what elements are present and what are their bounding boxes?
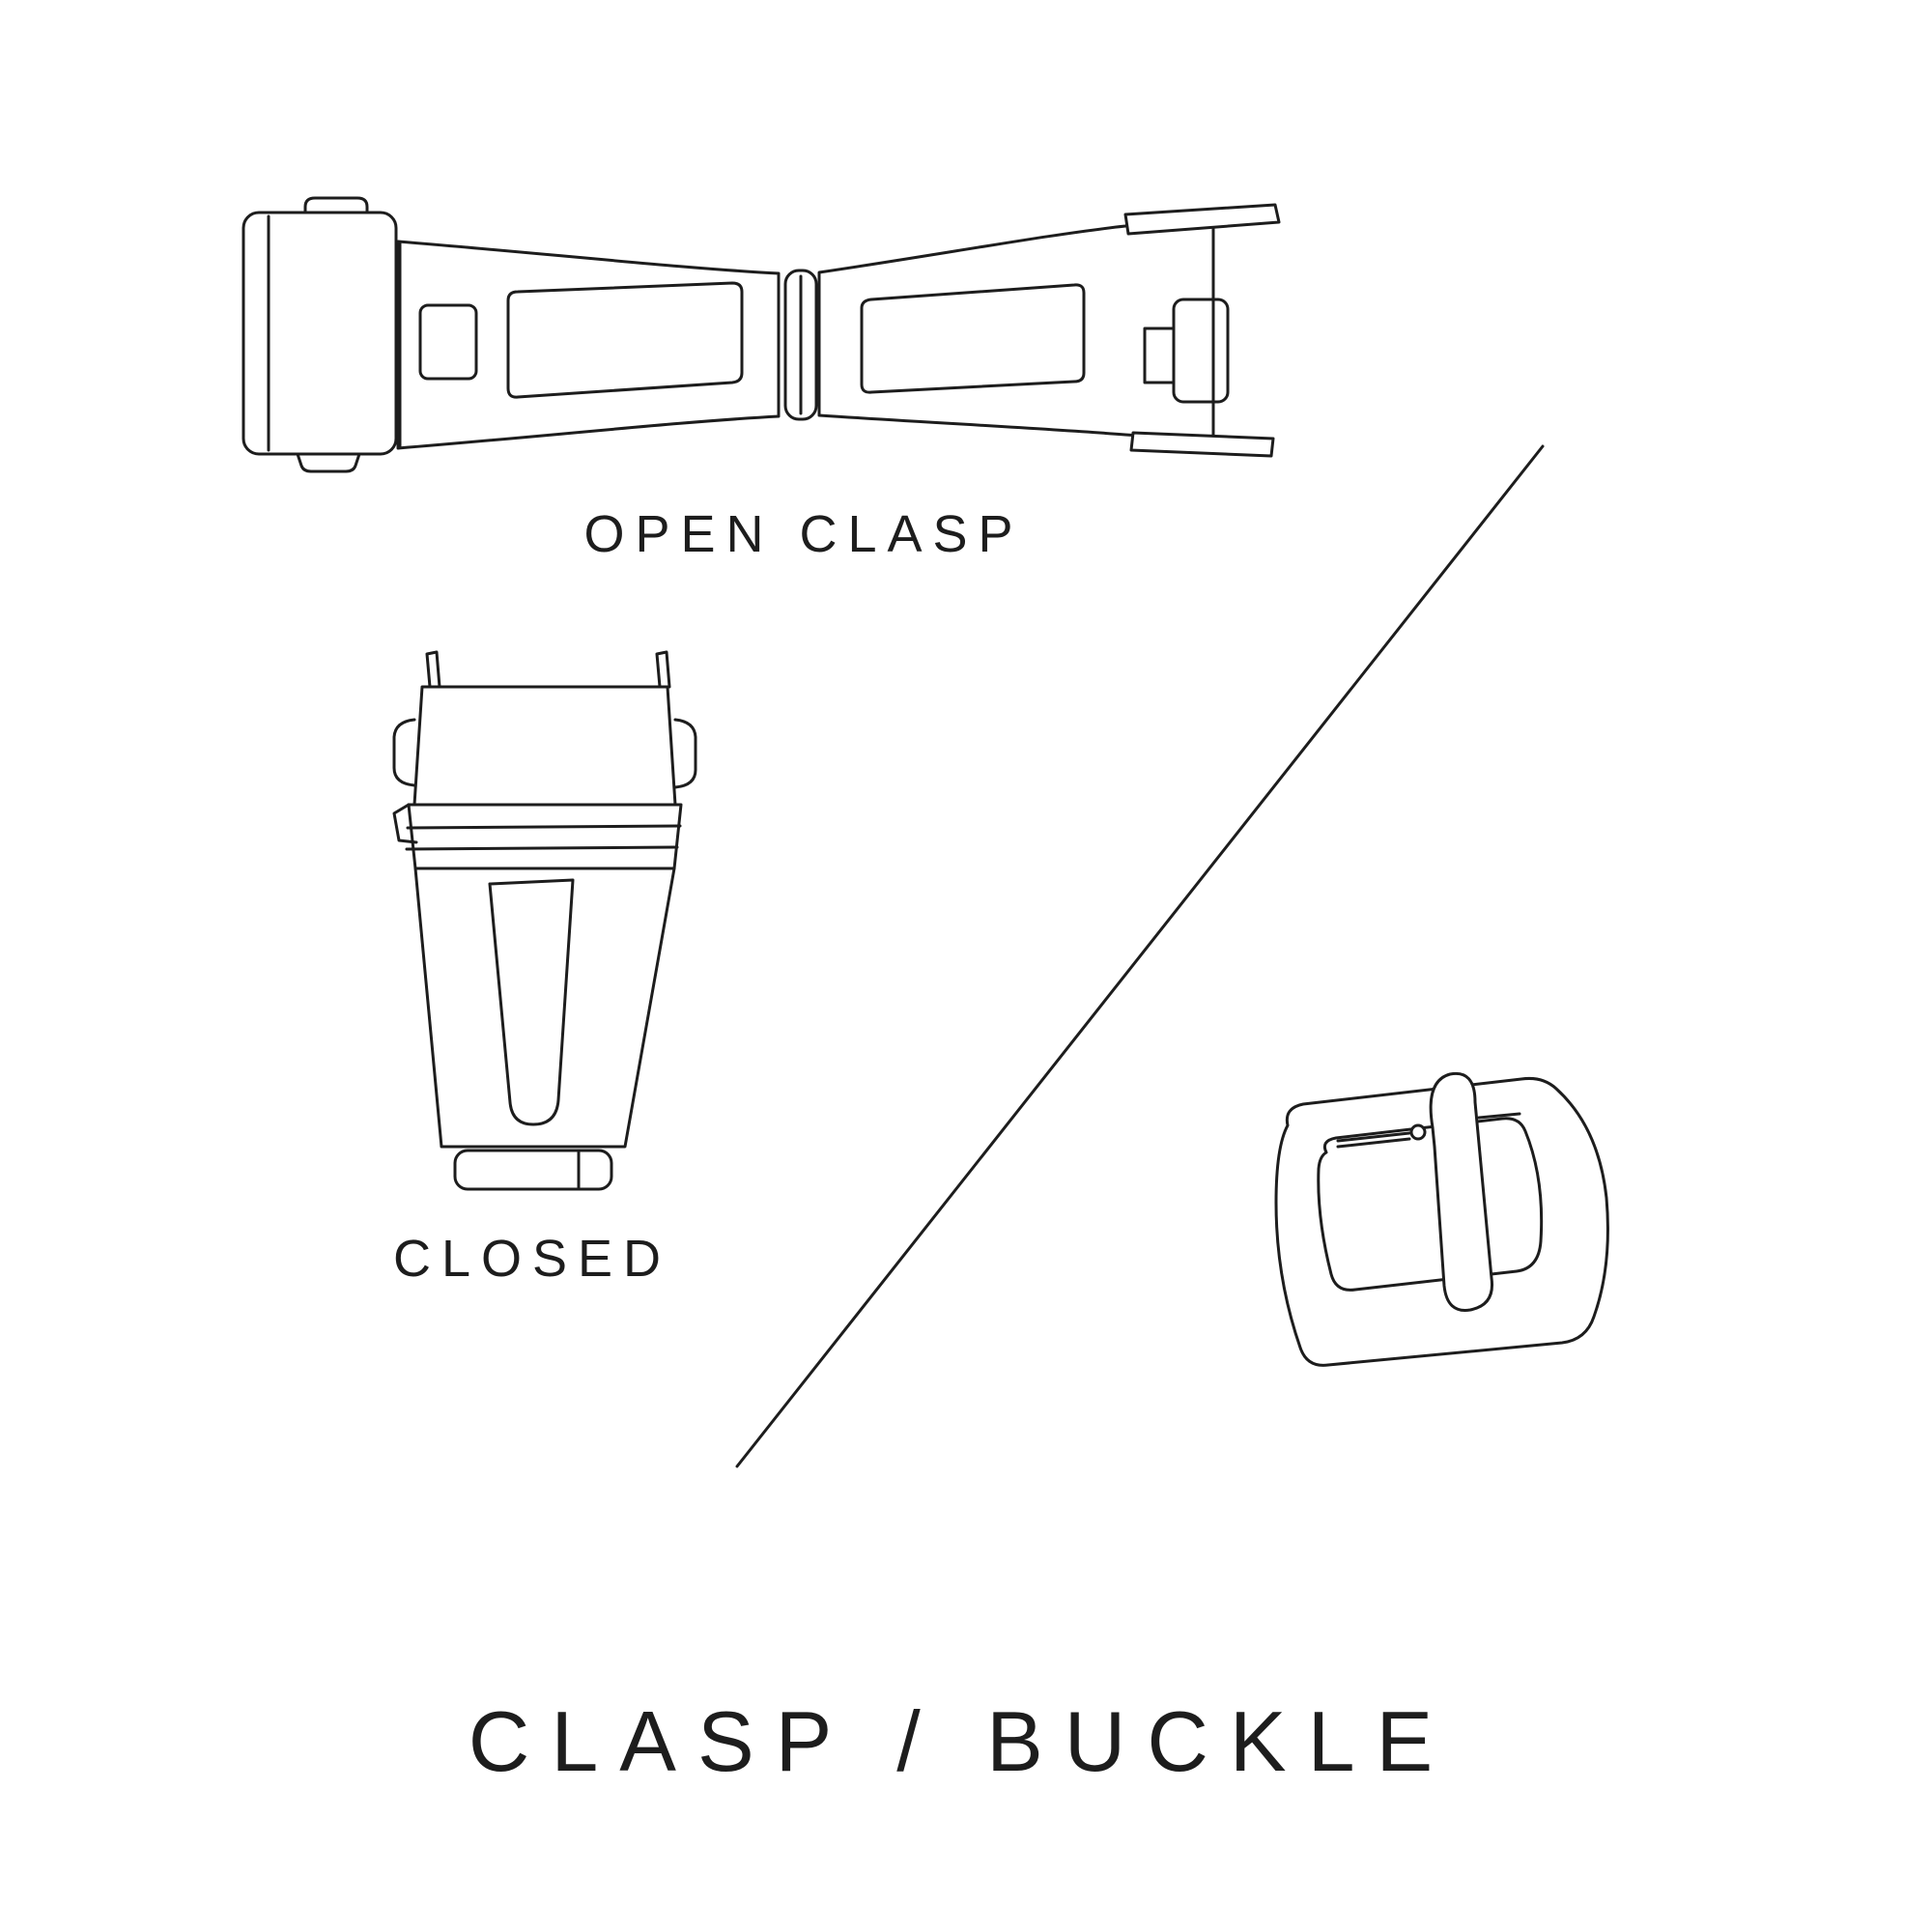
closed-clasp-illustration (392, 650, 697, 1191)
buckle-illustration (1274, 1071, 1609, 1367)
open-clasp-label: OPEN CLASP (583, 505, 1024, 563)
open-clasp-illustration (242, 196, 1281, 473)
closed-clasp-label: CLOSED (392, 1230, 672, 1288)
diagram-title: CLASP / BUCKLE (468, 1693, 1455, 1789)
